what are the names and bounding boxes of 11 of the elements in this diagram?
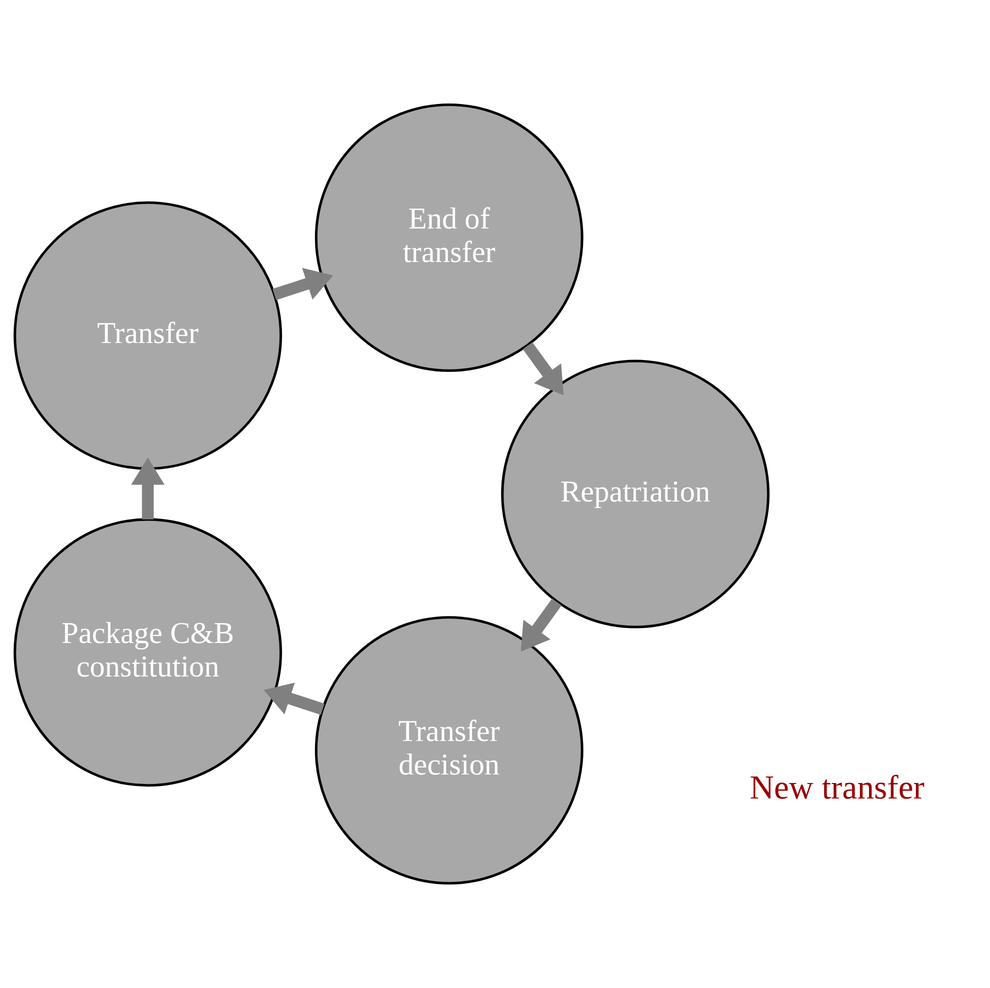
- arrow: [520, 598, 562, 652]
- arrow: [272, 268, 334, 300]
- node-circle: Package C&B constitution: [14, 518, 282, 787]
- node-circle: Transfer: [14, 201, 282, 470]
- node-circle: End of transfer: [314, 103, 584, 372]
- node-circle: Repatriation: [501, 360, 770, 628]
- arrow: [522, 342, 564, 396]
- node-circle: Transfer decision: [314, 616, 584, 885]
- arrow: [131, 457, 165, 520]
- label: New transfer: [750, 770, 924, 807]
- arrow: [264, 682, 324, 715]
